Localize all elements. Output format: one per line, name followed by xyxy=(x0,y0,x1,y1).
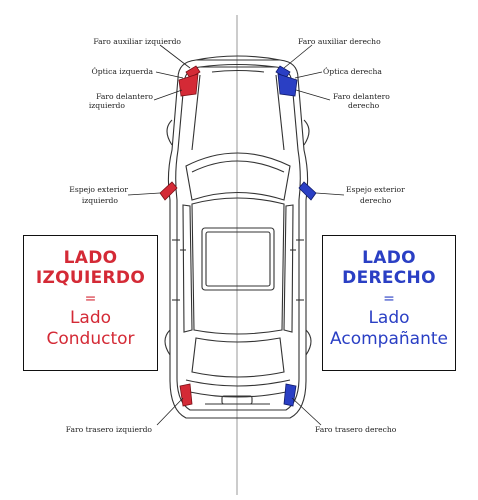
faro-auxiliar-derecho-mark xyxy=(275,65,291,79)
optica-izquierda-mark xyxy=(178,73,199,97)
lado-izquierdo-title-line1: LADO xyxy=(63,248,118,268)
label-faro-auxiliar-izquierdo: Faro auxiliar izquierdo xyxy=(93,37,181,46)
label-faro-delantero-izquierdo-2: izquierdo xyxy=(89,101,126,110)
lado-izquierdo-sub-line2: Conductor xyxy=(46,329,135,349)
lado-izquierdo-equals: = xyxy=(84,291,97,307)
right-parts xyxy=(275,65,317,407)
lado-derecho-title-line2: DERECHO xyxy=(342,268,436,288)
lado-izquierdo-title-line2: IZQUIERDO xyxy=(35,268,146,288)
lado-derecho-title-line1: LADO xyxy=(362,248,416,268)
label-espejo-derecho-2: derecho xyxy=(360,196,392,205)
lado-derecho-box: LADO DERECHO = Lado Acompañante xyxy=(322,235,456,371)
car-outline xyxy=(164,55,312,419)
leader-lines xyxy=(127,44,345,426)
label-espejo-derecho-1: Espejo exterior xyxy=(346,185,405,194)
label-faro-delantero-izquierdo-1: Faro delantero xyxy=(96,92,153,101)
lado-derecho-sub-line1: Lado xyxy=(368,308,410,328)
lado-izquierdo-sub-line1: Lado xyxy=(69,308,112,328)
label-faro-trasero-derecho: Faro trasero derecho xyxy=(315,425,397,434)
faro-trasero-izquierdo-mark xyxy=(179,383,193,407)
espejo-derecho-mark xyxy=(298,181,317,201)
faro-trasero-derecho-mark xyxy=(283,383,297,407)
label-faro-delantero-derecho-1: Faro delantero xyxy=(333,92,390,101)
optica-derecha-mark xyxy=(277,73,298,97)
label-espejo-izquierdo-2: izquierdo xyxy=(82,196,119,205)
label-faro-auxiliar-derecho: Faro auxiliar derecho xyxy=(298,37,381,46)
label-espejo-izquierdo-1: Espejo exterior xyxy=(69,185,128,194)
lado-derecho-equals: = xyxy=(383,291,395,307)
label-optica-derecha: Óptica derecha xyxy=(323,67,382,76)
espejo-izquierdo-mark xyxy=(159,181,178,201)
label-faro-trasero-izquierdo: Faro trasero izquierdo xyxy=(66,425,153,434)
lado-derecho-sub-line2: Acompañante xyxy=(330,329,448,349)
faro-auxiliar-izquierdo-mark xyxy=(185,65,201,79)
label-optica-izquierda: Óptica izquerda xyxy=(92,67,154,76)
lado-izquierdo-box: LADO IZQUIERDO = Lado Conductor xyxy=(23,235,158,371)
label-faro-delantero-derecho-2: derecho xyxy=(348,101,380,110)
left-parts xyxy=(159,65,201,407)
